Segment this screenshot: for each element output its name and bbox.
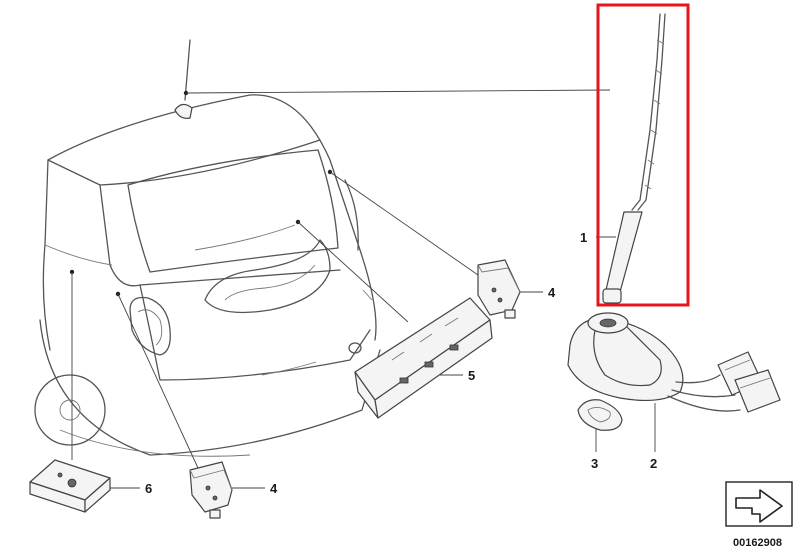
orientation-arrow-badge xyxy=(725,481,793,527)
callout-3: 3 xyxy=(591,456,598,471)
part-1-highlight-box xyxy=(596,3,690,307)
part-3-gasket xyxy=(577,399,623,431)
arrow-icon xyxy=(735,489,783,523)
callout-1: 1 xyxy=(580,230,587,245)
callout-4-upper: 4 xyxy=(548,285,556,300)
callout-2: 2 xyxy=(650,456,657,471)
part-2-antenna-base xyxy=(567,312,781,413)
part-5-control-module xyxy=(354,297,493,419)
callout-5: 5 xyxy=(468,368,475,383)
part-1-antenna-rod xyxy=(602,13,666,304)
part-4-amplifier-upper xyxy=(477,259,521,319)
car-rear-illustration xyxy=(34,39,381,457)
document-number: 00162908 xyxy=(733,537,782,549)
leader-lines xyxy=(71,89,656,489)
callout-6: 6 xyxy=(145,481,152,496)
callout-4-lower: 4 xyxy=(270,481,278,496)
part-6-receiver-box xyxy=(29,459,111,513)
callout-labels: 1 2 3 4 4 5 6 xyxy=(145,230,657,496)
part-4-amplifier-lower xyxy=(189,461,233,519)
